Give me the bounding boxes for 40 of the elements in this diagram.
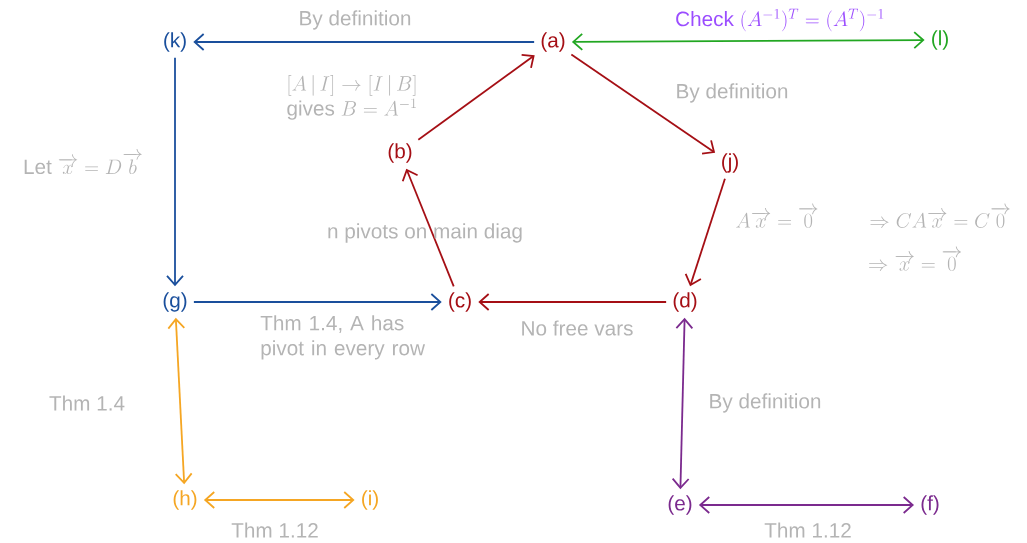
arrow bbox=[167, 317, 193, 485]
node-label: (g) bbox=[163, 292, 187, 312]
edge-label: By definition bbox=[300, 10, 411, 30]
edge-label: $\text{Let } \overrightarrow{x} = D\overrightarrow{b}$ bbox=[24, 148, 142, 175]
edge-label: Thm 1.4 bbox=[49, 395, 125, 411]
node-label: (j) bbox=[722, 153, 738, 173]
arrow bbox=[671, 317, 694, 490]
edge-label: By definition bbox=[677, 83, 788, 103]
arrow bbox=[570, 53, 716, 155]
arrow bbox=[401, 168, 455, 288]
node-label: (e) bbox=[668, 495, 692, 515]
node-label: (k) bbox=[164, 32, 186, 52]
node-label: (b) bbox=[388, 143, 412, 163]
edge-label: Thm 1.12 bbox=[231, 522, 318, 538]
node-label: (f) bbox=[921, 495, 939, 515]
edge-label: Thm 1.4, A has pivot in every row bbox=[260, 315, 426, 360]
node-label: (d) bbox=[673, 292, 697, 312]
edge-label: $\begin{array}{c}[A\,|\,I] \to [I\,|\,B]\\ \text{gives } B = A^{-1}\end{array}$ bbox=[287, 74, 416, 120]
edge-label: Thm 1.12 bbox=[764, 522, 851, 538]
arrow bbox=[417, 54, 535, 141]
edge-label: $\text{Check } (A^{-1})^T = (A^T)^{-1}$ bbox=[676, 8, 884, 32]
node-label: (c) bbox=[449, 292, 471, 312]
node-label: (a) bbox=[541, 32, 565, 52]
note: $\Rightarrow CA\overrightarrow{x} = C\overrightarrow{0}$ bbox=[870, 203, 1010, 228]
arrow bbox=[571, 31, 925, 51]
edge-label: No free vars bbox=[522, 320, 633, 336]
edge-label: By definition bbox=[710, 393, 821, 413]
node-label: (h) bbox=[173, 490, 197, 510]
edge-label: n pivots on main diag bbox=[328, 223, 522, 243]
arrow bbox=[193, 33, 536, 51]
arrow bbox=[166, 56, 184, 287]
note: $A\overrightarrow{x} = \overrightarrow{0}$ bbox=[736, 203, 818, 228]
node-label: (l) bbox=[932, 30, 948, 50]
arrow bbox=[684, 177, 726, 287]
arrow bbox=[478, 293, 668, 311]
node-label: (i) bbox=[362, 490, 378, 510]
note: $\Rightarrow \overrightarrow{x} = \overrightarrow{0}$ bbox=[868, 246, 962, 271]
arrow bbox=[698, 496, 915, 514]
arrow bbox=[203, 491, 355, 509]
arrow bbox=[193, 293, 442, 311]
